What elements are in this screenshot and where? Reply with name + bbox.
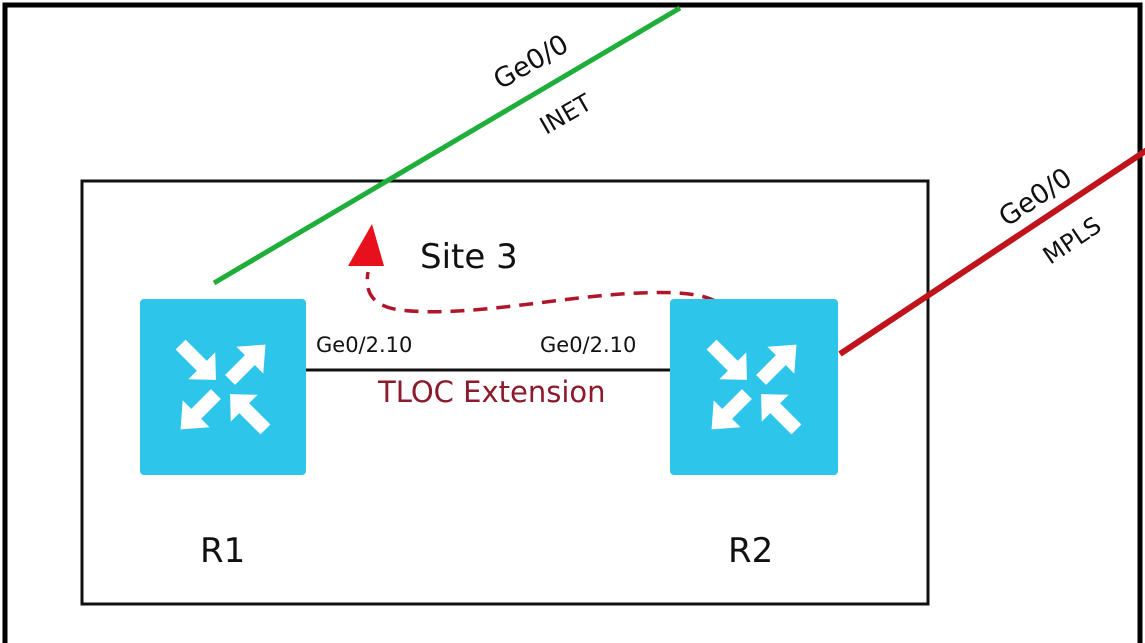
router-r1-label: R1	[200, 531, 245, 571]
router-r2[interactable]	[670, 299, 838, 475]
router-r2-label: R2	[728, 531, 773, 571]
router-r1-body	[140, 299, 306, 475]
r1-tloc-interface-label: Ge0/2.10	[316, 333, 412, 357]
flow-arrow-head	[348, 224, 384, 266]
r2-tloc-interface-label: Ge0/2.10	[540, 333, 636, 357]
mpls-transport-label: MPLS	[1038, 211, 1107, 270]
inet-transport-label: INET	[535, 88, 597, 140]
router-r2-body	[670, 299, 838, 475]
inet-interface-label: Ge0/0	[488, 29, 574, 96]
mpls-link	[838, 147, 1145, 357]
tloc-extension-label: TLOC Extension	[377, 375, 606, 409]
inet-link	[212, 5, 682, 286]
router-r1[interactable]	[140, 299, 306, 475]
site-label: Site 3	[420, 237, 518, 277]
